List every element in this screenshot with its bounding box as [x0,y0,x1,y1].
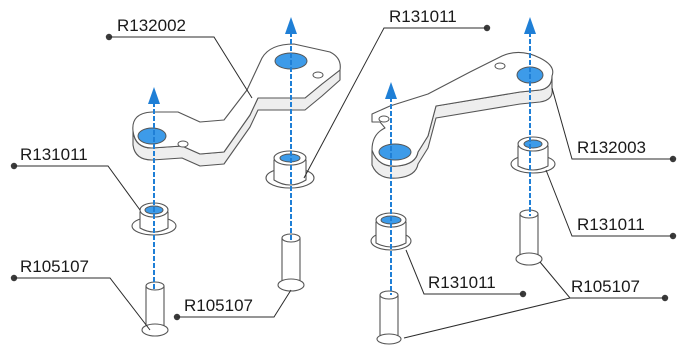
pin-center-bottom [376,290,402,345]
label-r105107-right: R105107 [571,277,640,296]
callout-r131011-right: R131011 [545,169,677,240]
bracket2-small-hole [378,115,390,123]
callout-r105107-center: R105107 [173,289,292,321]
label-r105107-left: R105107 [20,257,89,276]
callout-r132002: R132002 [105,16,253,99]
label-r105107-center: R105107 [184,296,253,315]
callout-r131011-top-right: R131011 [303,7,491,179]
callout-r105107-left: R105107 [10,257,151,331]
bracket2-left-hole [378,143,412,161]
bushing-right [510,136,556,174]
bracket-small-hole [177,140,189,148]
axis-left [148,87,160,290]
label-r131011-top-right: R131011 [389,7,457,26]
label-r132002: R132002 [117,16,186,35]
callout-r131011-left: R131011 [10,145,141,211]
bracket-r132003 [371,51,554,179]
arrow-up-icon [385,82,397,99]
axis-center [285,17,297,240]
axis-right [524,17,536,216]
callout-r131011-center-bottom: R131011 [405,249,527,298]
bracket2-small-hole-2 [494,62,506,70]
callout-r105107-right: R105107 [403,261,669,339]
bracket-left-hole [137,127,167,145]
pin-center [277,233,305,292]
arrow-up-icon [285,17,297,34]
label-r132003: R132003 [577,138,646,157]
pin-right [515,209,543,266]
bracket-small-hole-2 [312,71,324,79]
label-r131011-left: R131011 [20,145,88,164]
bracket-r132002 [132,43,341,167]
arrow-up-icon [148,87,160,104]
label-r131011-center-bottom: R131011 [428,273,496,292]
arrow-up-icon [524,17,536,34]
label-r131011-right: R131011 [577,215,645,234]
callout-r132003: R132003 [551,87,677,163]
axis-center-bottom [385,82,397,295]
pin-left [141,281,169,337]
